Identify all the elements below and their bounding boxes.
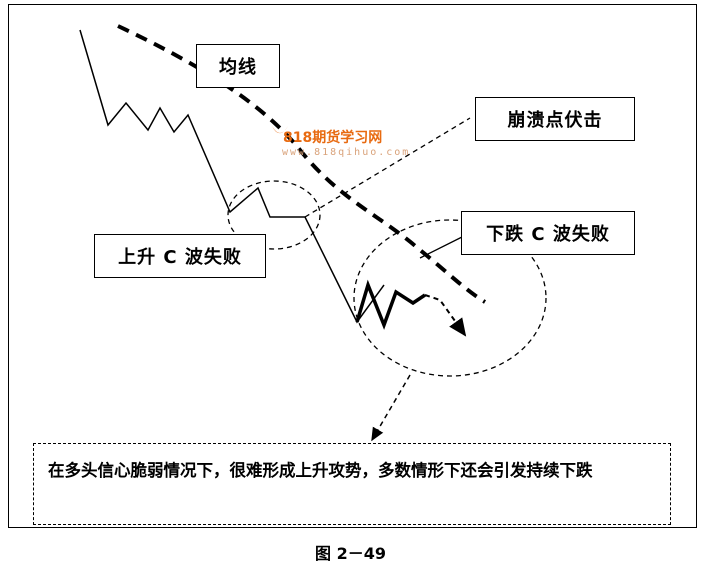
up-c-wave-circle <box>227 180 321 250</box>
ma-label: 均线 <box>196 44 280 88</box>
explanation-note: 在多头信心脆弱情况下，很难形成上升攻势，多数情形下还会引发持续下跌 <box>33 443 671 525</box>
down-c-pointer <box>419 233 469 259</box>
figure-caption: 图 2－49 <box>315 544 386 563</box>
down-c-wave-line <box>355 279 426 330</box>
down-c-fail-label: 下跌 C 波失败 <box>461 211 635 255</box>
watermark-logo-icon <box>272 126 288 134</box>
up-c-fail-label: 上升 C 波失败 <box>94 234 266 278</box>
diagram-frame <box>8 4 697 528</box>
collapse-label: 崩溃点伏击 <box>475 97 635 141</box>
watermark-url: www.818qihuo.com <box>282 147 411 158</box>
watermark-logo: 818期货学习网 <box>283 130 383 146</box>
continuation-arrow <box>424 294 467 337</box>
note-arrow <box>371 374 411 442</box>
down-c-wave-circle <box>353 219 547 377</box>
